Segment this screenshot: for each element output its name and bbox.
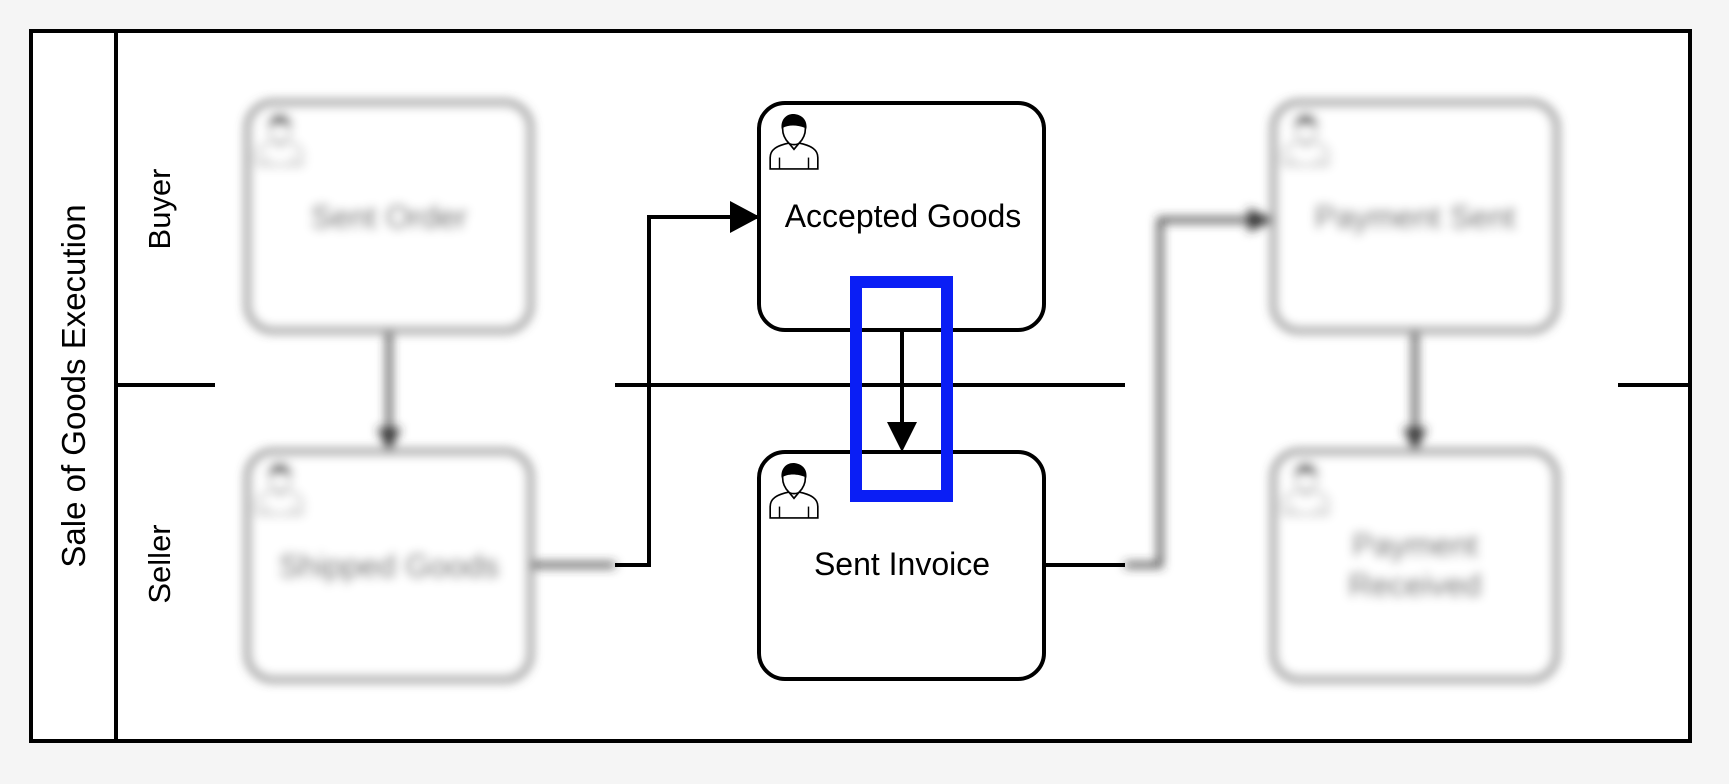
flow-sent-invoice-to-payment-sent xyxy=(1125,217,1250,568)
task-sent-order[interactable]: Sent Order xyxy=(245,100,533,333)
task-shipped-goods[interactable]: Shipped Goods xyxy=(245,449,533,682)
task-label-line-2: Received xyxy=(1348,567,1481,603)
task-label: Accepted Goods xyxy=(785,198,1022,234)
task-payment-received[interactable]: Payment Received xyxy=(1271,449,1559,682)
blurred-region-right: Payment Sent Payment Received xyxy=(1125,100,1559,682)
lane-label-seller: Seller xyxy=(142,524,177,603)
task-sent-invoice[interactable]: Sent Invoice xyxy=(757,450,1046,681)
task-payment-sent[interactable]: Payment Sent xyxy=(1271,100,1559,333)
flow-highlight-box xyxy=(850,276,953,502)
pool-label: Sale of Goods Execution xyxy=(55,204,92,567)
arrowhead xyxy=(730,201,760,233)
task-label: Sent Invoice xyxy=(814,546,990,582)
task-label: Payment Sent xyxy=(1315,199,1516,235)
arrowhead xyxy=(887,422,917,452)
task-label-line-1: Payment xyxy=(1352,527,1478,563)
task-label: Shipped Goods xyxy=(279,548,500,584)
blurred-region-left: Sent Order Shipped Goods xyxy=(245,100,615,682)
task-accepted-goods[interactable]: Accepted Goods xyxy=(757,101,1046,332)
task-label: Sent Order xyxy=(311,199,468,235)
flow-shipped-goods-to-accepted-goods xyxy=(615,215,758,567)
lane-label-buyer: Buyer xyxy=(142,169,177,250)
